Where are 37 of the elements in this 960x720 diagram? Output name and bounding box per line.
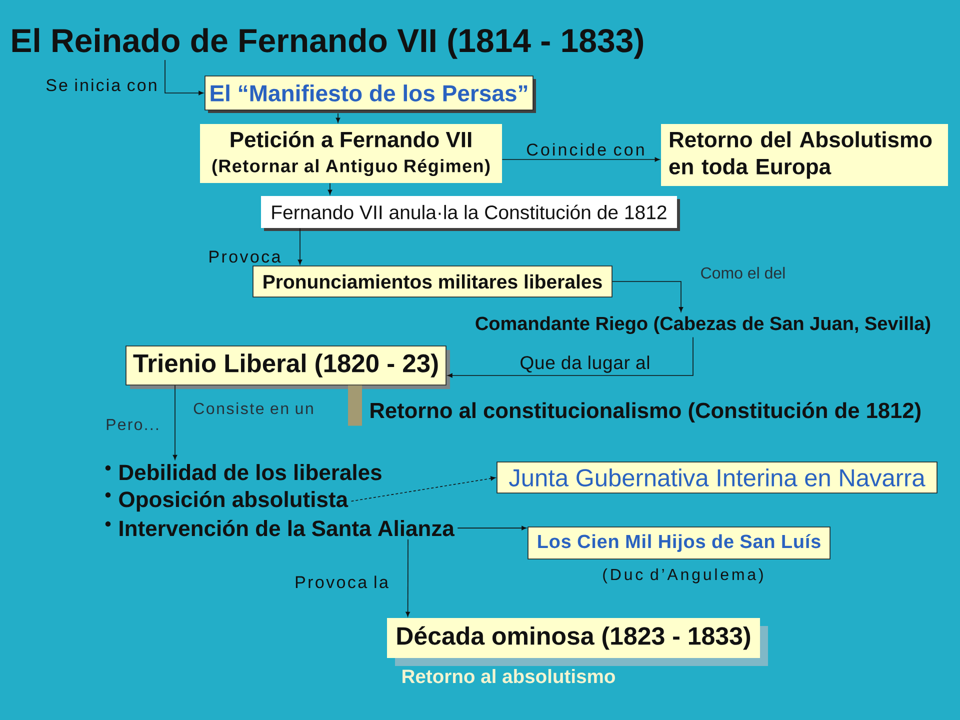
- edge-label: Consiste en un: [194, 402, 313, 414]
- concept-box: Fernando VII anula·la la Constitución de 1812: [261, 196, 680, 231]
- concept-text: Retorno al constitucionalismo (Constitución de 1812): [370, 402, 920, 423]
- concept-box: Los Cien Mil Hijos de San Luís: [528, 526, 830, 560]
- bullet-text: Intervención de la Santa Alianza: [120, 520, 455, 536]
- edge-label: Se inicia con: [46, 78, 156, 92]
- concept-box: Junta Gubernativa Interina en Navarra: [496, 462, 938, 494]
- edge-label: Provoca: [210, 250, 281, 263]
- note-text: Retorno al absolutismo: [402, 669, 615, 684]
- arrow: [448, 336, 694, 378]
- concept-box: Pronunciamientos militares liberales: [252, 266, 612, 298]
- arrow: [457, 526, 527, 530]
- concept-box: Retorno del Absolutismo en toda Europa: [661, 124, 948, 186]
- edge-label: Como el del: [701, 266, 785, 279]
- dashed-arrow: [350, 476, 496, 502]
- bullet-text: Oposición absolutista: [119, 490, 348, 512]
- arrow: [298, 228, 302, 264]
- arrow: [406, 539, 410, 617]
- bullet-text: Debilidad de los liberales: [120, 464, 382, 480]
- concept-text: Comandante Riego (Cabezas de San Juan, Sevilla): [476, 316, 930, 334]
- arrow: [172, 385, 178, 460]
- arrow: [328, 182, 332, 195]
- edge-label: Pero...: [106, 419, 158, 430]
- arrow: [336, 113, 340, 123]
- edge-label: Coincide con: [527, 143, 644, 156]
- edge-label: Que da lugar al: [520, 356, 650, 373]
- concept-box: El “Manifiesto de los Persas”: [204, 76, 536, 113]
- concept-box: Petición a Fernando VII (Retornar al Antiguo Régimen): [200, 124, 502, 183]
- concept-box: Década ominosa (1823 - 1833): [387, 618, 768, 666]
- note-text: (Duc d’Angulema): [603, 568, 763, 584]
- arrow: [164, 60, 204, 96]
- concept-box: Trienio Liberal (1820 - 23): [126, 346, 450, 389]
- arrow: [612, 281, 684, 312]
- connector-bar: [348, 385, 362, 426]
- arrow: [502, 157, 660, 162]
- title: El Reinado de Fernando VII (1814 - 1833): [12, 28, 644, 59]
- edge-label: Provoca la: [296, 576, 388, 588]
